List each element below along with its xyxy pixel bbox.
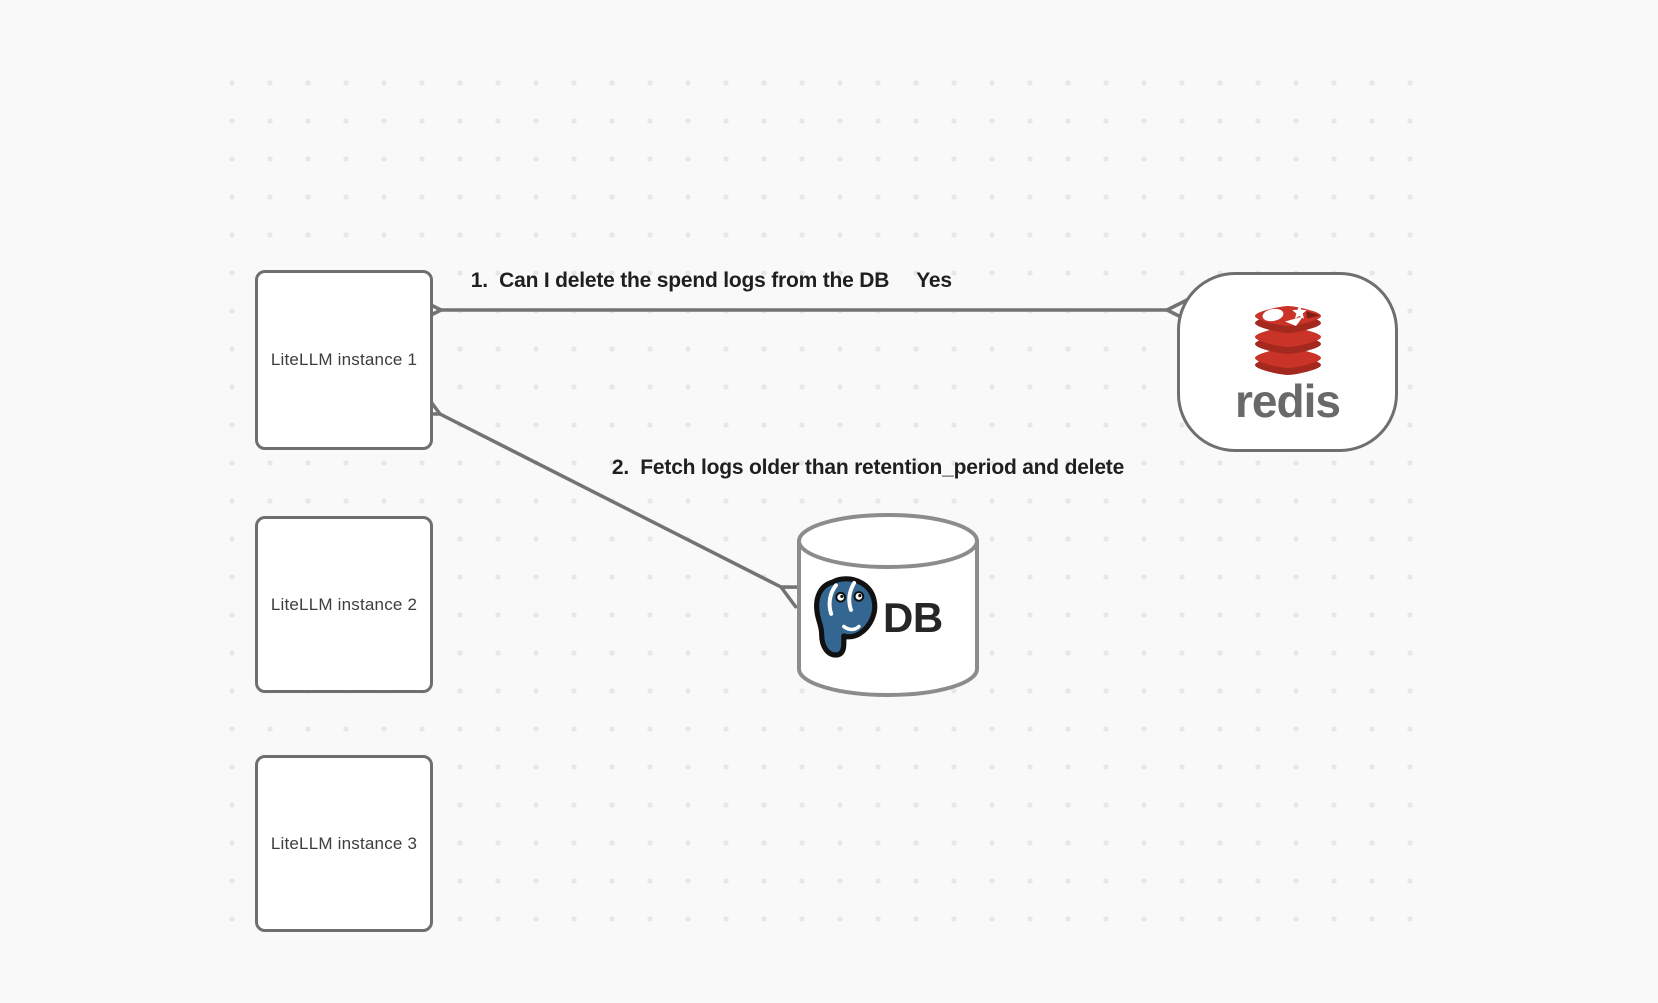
db-label: DB [883, 594, 943, 641]
redis-logo-icon [1254, 305, 1321, 375]
edge1-label[interactable]: 1. Can I delete the spend logs from the … [470, 269, 890, 292]
postgresql-logo-icon [814, 576, 878, 658]
node-redis[interactable]: redis [1177, 272, 1398, 452]
node-label: LiteLLM instance 2 [270, 594, 418, 614]
node-db[interactable]: DB [795, 511, 981, 701]
node-label: LiteLLM instance 3 [270, 833, 418, 853]
node-litellm-instance-1[interactable]: LiteLLM instance 1 [255, 270, 433, 450]
redis-wordmark: redis [1235, 375, 1341, 427]
edge2-label[interactable]: 2. Fetch logs older than retention_perio… [611, 456, 1125, 479]
edge1-response-label[interactable]: Yes [916, 269, 952, 292]
node-litellm-instance-3[interactable]: LiteLLM instance 3 [255, 755, 433, 932]
node-litellm-instance-2[interactable]: LiteLLM instance 2 [255, 516, 433, 693]
node-label: LiteLLM instance 1 [270, 350, 418, 369]
